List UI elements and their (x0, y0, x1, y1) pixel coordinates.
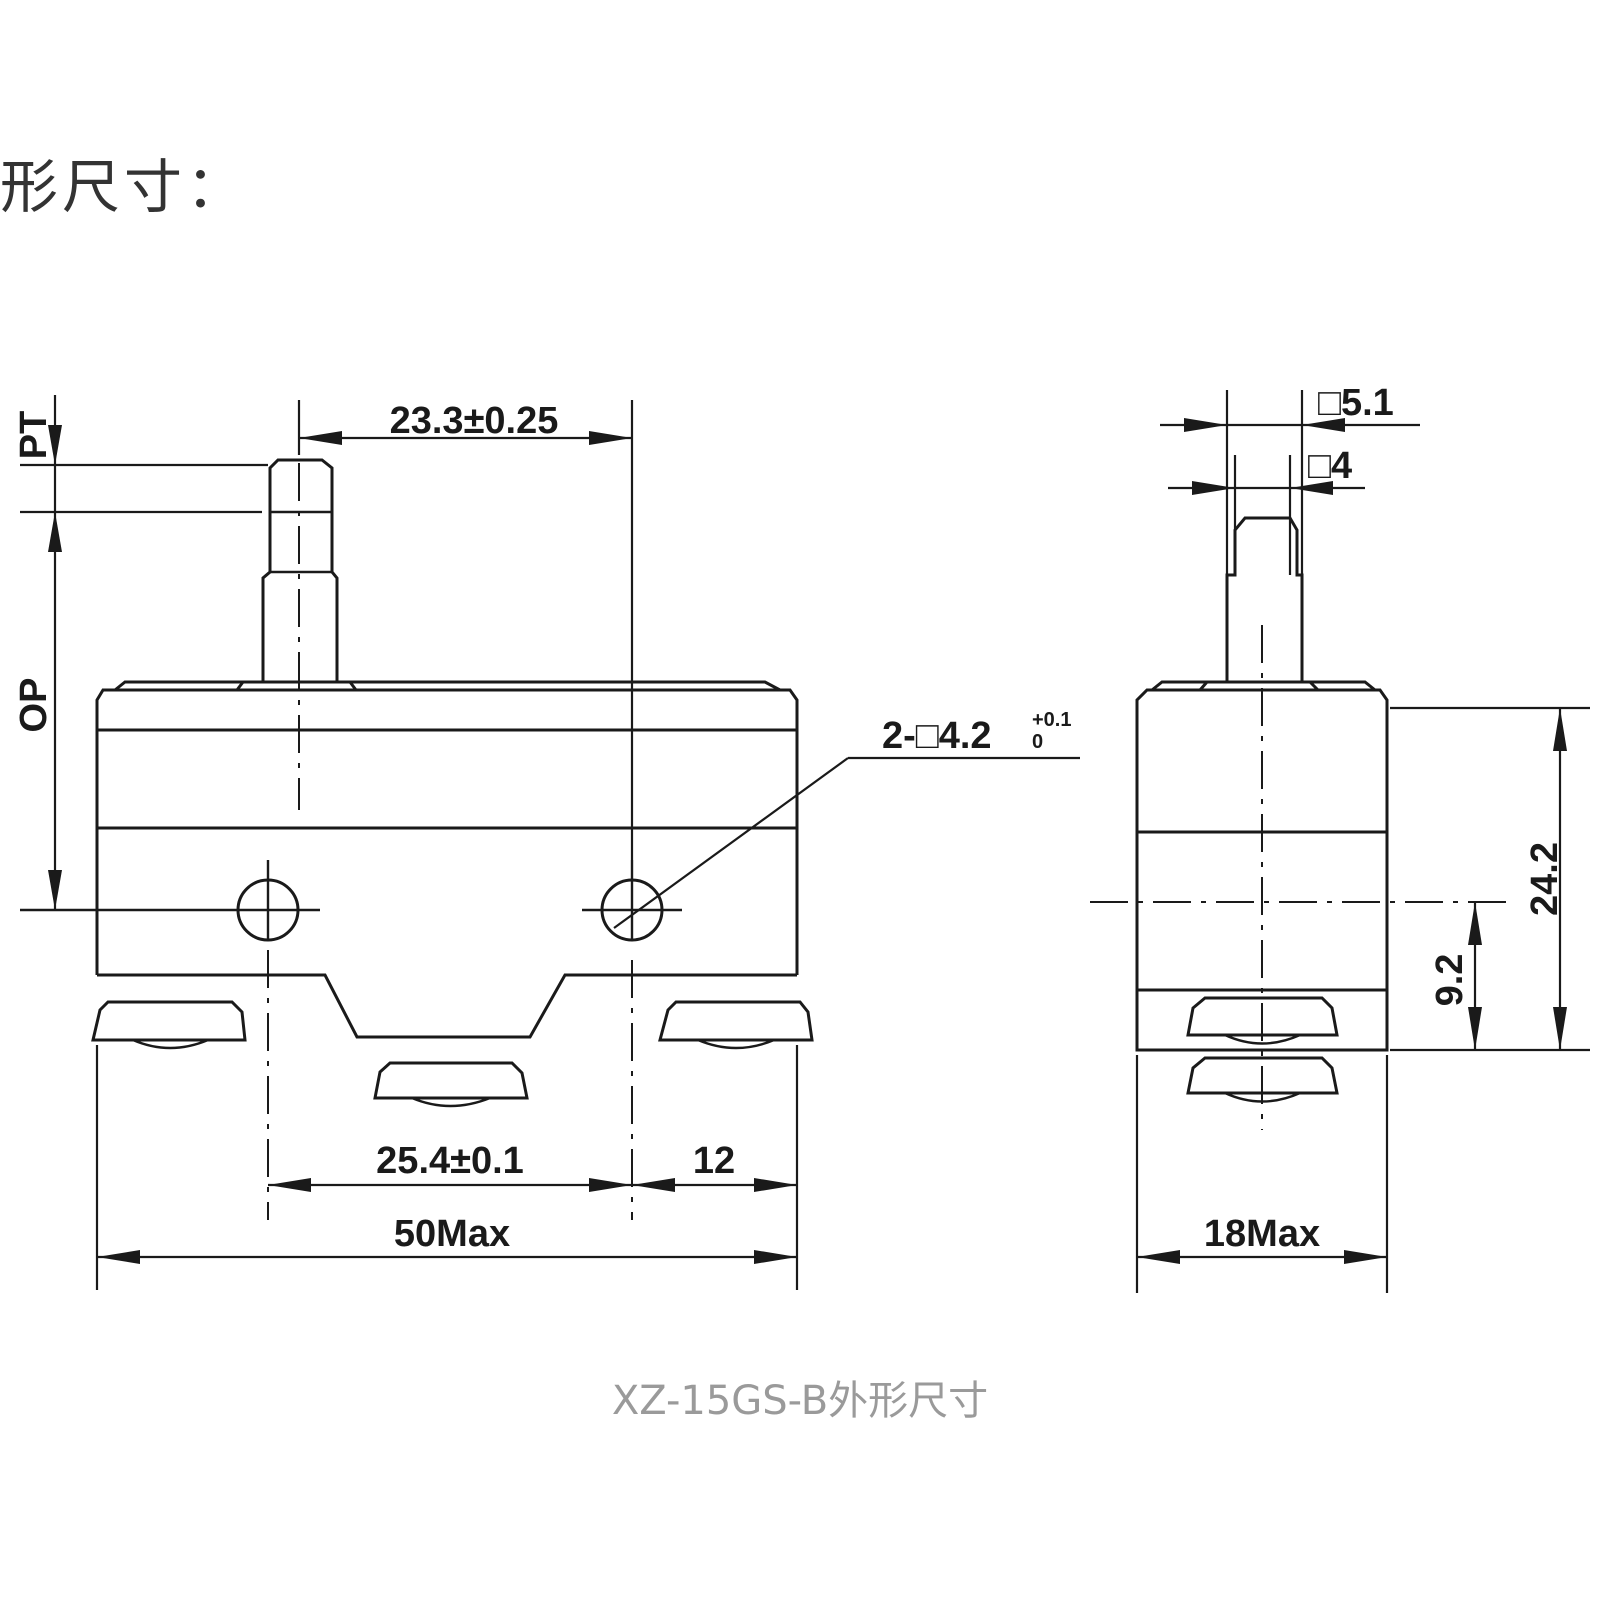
plunger-offset-dimension: 23.3±0.25 (390, 400, 559, 442)
mount-hole-label: 2-□4.2 (882, 715, 992, 757)
side-plunger (1225, 390, 1304, 682)
section-heading: 形尺寸： (0, 153, 249, 221)
pt-label: PT (13, 411, 55, 460)
front-extension-lines (20, 395, 799, 1290)
mount-hole-tolerance-upper: +0.1 (1032, 709, 1071, 731)
width-max-dimension: 50Max (394, 1213, 510, 1255)
figure-caption: XZ-15GS-B外形尺寸 (611, 1378, 989, 1424)
hole-height-dimension: 9.2 (1429, 954, 1471, 1007)
plunger-square-inner-dimension: □4 (1308, 445, 1352, 487)
depth-max-dimension: 18Max (1204, 1213, 1320, 1255)
height-dimension: 24.2 (1524, 842, 1566, 916)
front-body-outline (95, 680, 799, 1039)
side-view: □5.1 □4 24.2 9.2 18Max (1090, 382, 1590, 1293)
hole-to-edge-dimension: 12 (693, 1140, 735, 1182)
front-mount-holes (20, 860, 682, 942)
op-label: OP (13, 678, 55, 733)
side-terminals (1186, 996, 1339, 1103)
front-terminals (91, 1000, 814, 1108)
hole-pitch-dimension: 25.4±0.1 (376, 1140, 524, 1182)
front-plunger (261, 458, 339, 682)
mount-hole-tolerance-lower: 0 (1032, 731, 1043, 753)
plunger-square-outer-dimension: □5.1 (1318, 382, 1394, 424)
front-view: 23.3±0.25 PT OP 2-□4.2 +0.1 0 25.4±0.1 1… (13, 395, 1080, 1290)
